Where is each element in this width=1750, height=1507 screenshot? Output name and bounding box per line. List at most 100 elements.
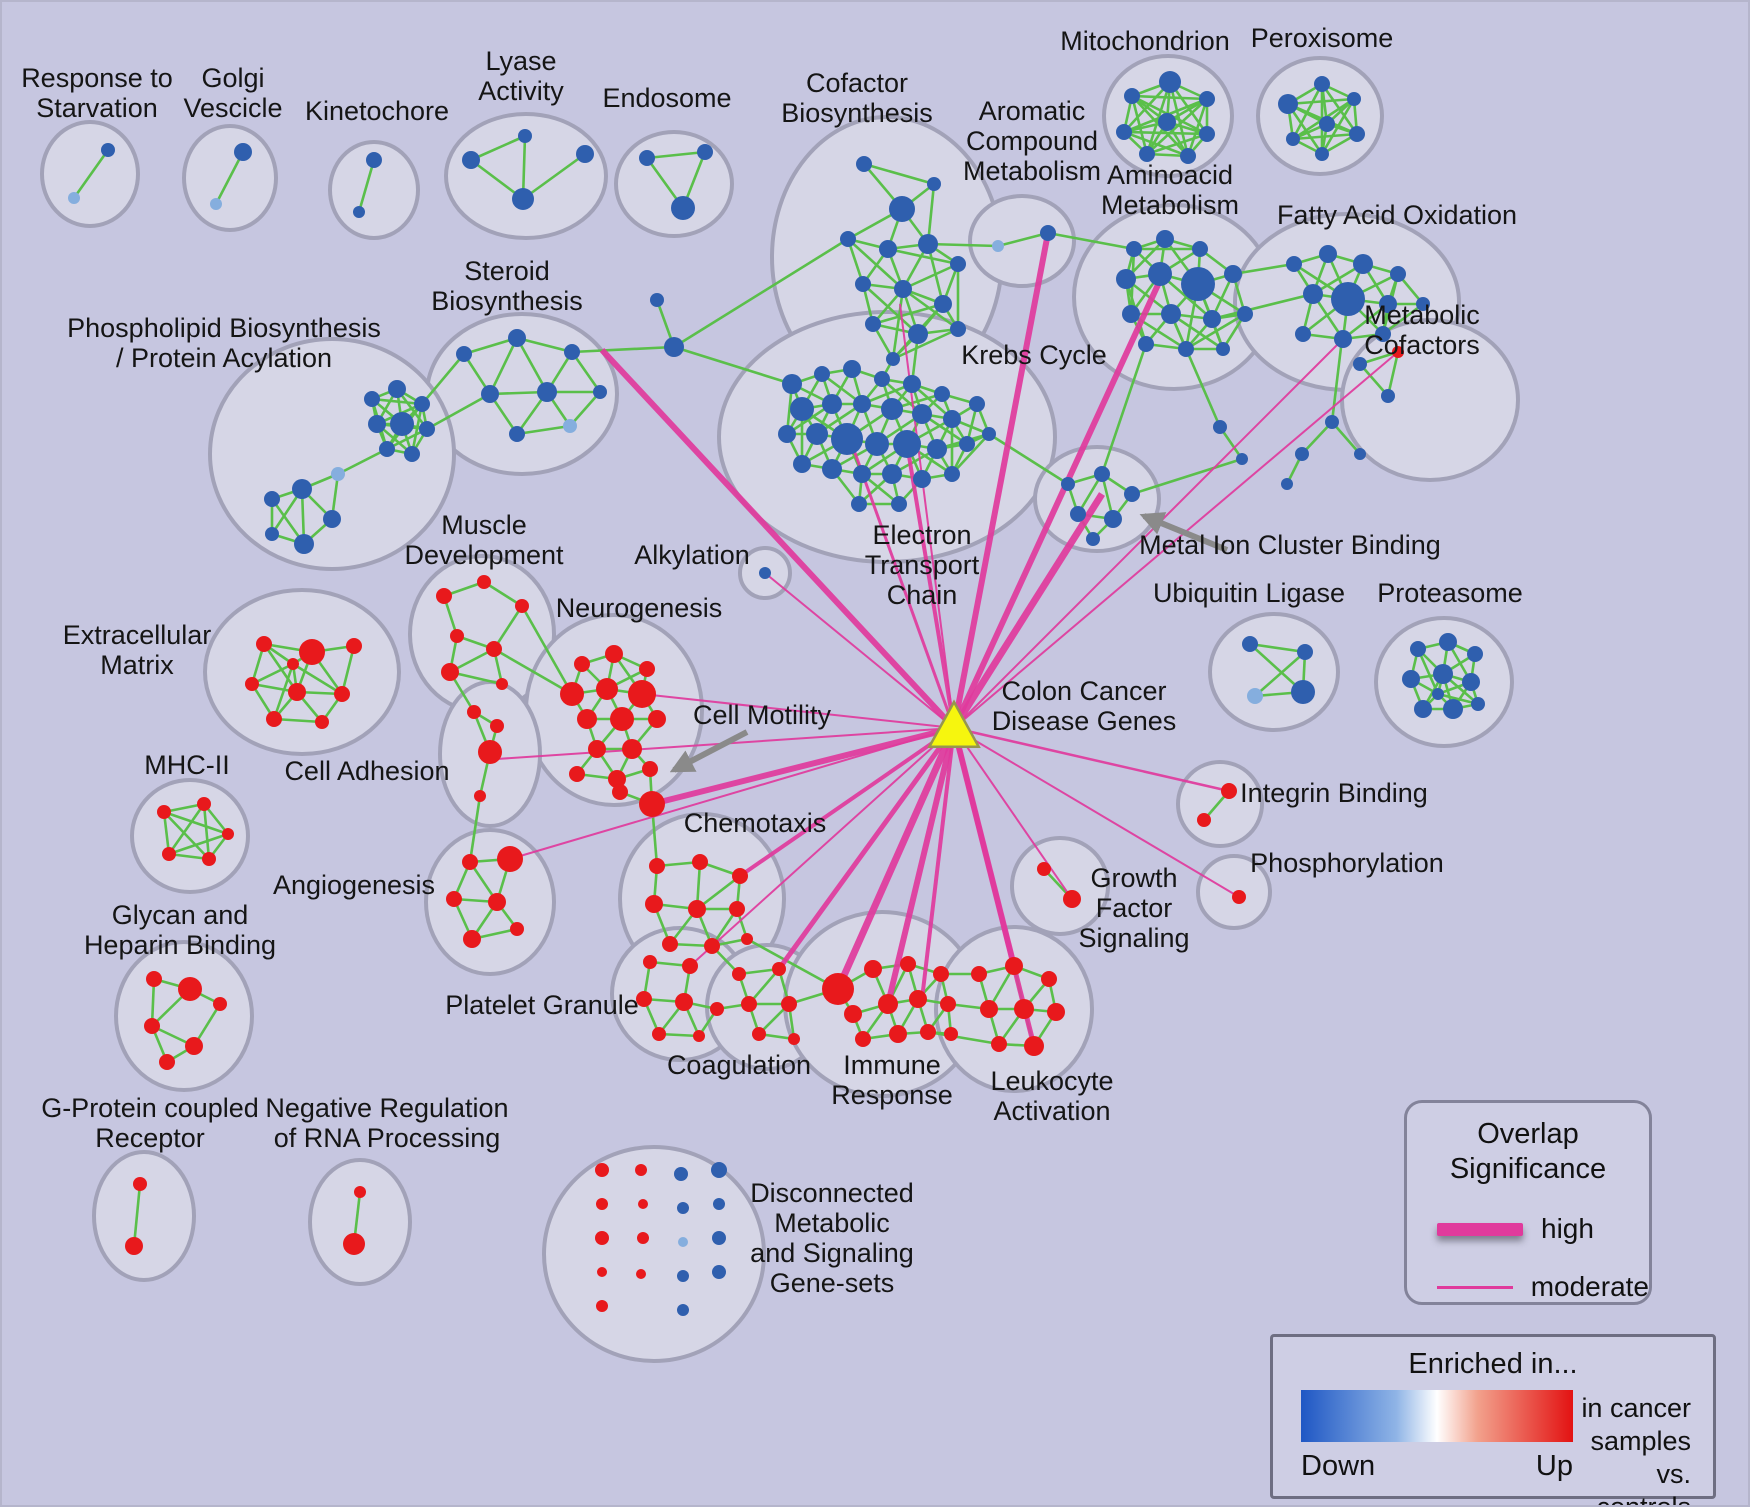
gene-set-node-proteasome (1432, 688, 1444, 700)
gene-set-node-angiogenesis (462, 854, 478, 870)
gene-set-edge (1286, 103, 1324, 155)
gene-set-node-chemotaxis (688, 900, 706, 918)
gene-set-node-extracellular-matrix (334, 686, 350, 702)
gene-set-node-electron-transport-chain (893, 430, 921, 458)
gene-set-node-steroid-biosynthesis (508, 329, 526, 347)
legend-enriched-note-line2: samples (1590, 1426, 1691, 1456)
gene-set-edge (1359, 363, 1389, 397)
gene-set-edge (337, 447, 388, 476)
gene-set-node-scatter-connector-nodes (1354, 448, 1366, 460)
overlap-significance-edge (651, 725, 955, 807)
overlap-significance-edge (776, 726, 957, 971)
gene-set-node-lyase-activity (512, 188, 534, 210)
gene-set-node-electron-transport-chain (969, 396, 985, 412)
inter-cluster-edge (468, 795, 482, 863)
gene-set-node-cell-adhesion (467, 705, 481, 719)
gene-set-node-fatty-acid-oxidation (1375, 326, 1391, 342)
gene-set-node-disconnected-gene-sets (635, 1164, 647, 1176)
label-phospholipid-biosynthesis-protein-acylation: Phospholipid Biosynthesis/ Protein Acyla… (67, 313, 381, 373)
gene-set-node-steroid-biosynthesis (593, 385, 607, 399)
gene-set-node-proteasome (1439, 633, 1457, 651)
gene-set-edge (470, 134, 526, 162)
gene-set-node-scatter-connector-nodes (1295, 447, 1309, 461)
gene-set-node-neurogenesis (622, 739, 642, 759)
gene-set-node-chemotaxis (645, 895, 663, 913)
gene-set-node-muscle-development (436, 588, 452, 604)
gene-set-node-mitochondrion (1199, 91, 1215, 107)
gene-set-node-scatter-connector-nodes (1236, 453, 1248, 465)
label-ubiquitin-ligase: Ubiquitin Ligase (1153, 578, 1345, 608)
overlap-significance-edge (951, 232, 1051, 729)
gene-set-edge (847, 238, 904, 290)
gene-set-node-peroxisome (1286, 132, 1300, 146)
cluster-ellipse-negative-regulation-of-rna-processing (308, 1158, 412, 1286)
gene-set-node-mitochondrion (1139, 146, 1155, 162)
gene-set-node-angiogenesis (497, 846, 523, 872)
gene-set-edge (569, 391, 601, 427)
gene-set-node-integrin-binding (1221, 783, 1237, 799)
gene-set-node-immune-response (844, 1005, 862, 1023)
label-integrin-binding: Integrin Binding (1240, 778, 1428, 808)
gene-set-node-muscle-development (441, 663, 459, 681)
gene-set-node-coagulation (732, 967, 746, 981)
gene-set-node-phospholipid-biosynthesis-protein-acylation (404, 446, 420, 462)
gene-set-node-cofactor-biosynthesis (886, 352, 900, 366)
gene-set-node-fatty-acid-oxidation (1319, 245, 1337, 263)
gene-set-node-leukocyte-activation (1014, 999, 1034, 1019)
gene-set-node-chemotaxis (692, 854, 708, 870)
gene-set-node-aminoacid-metabolism (1181, 267, 1215, 301)
gene-set-node-immune-response (864, 960, 882, 978)
cluster-ellipse-kinetochore (328, 140, 420, 240)
gene-set-node-disconnected-gene-sets (677, 1202, 689, 1214)
gene-set-node-aminoacid-metabolism (1156, 230, 1174, 248)
gene-set-edge (1123, 81, 1171, 133)
gene-set-edge (162, 811, 171, 855)
gene-set-edge (1170, 312, 1224, 351)
gene-set-node-platelet-granule (682, 958, 698, 974)
overlap-significance-edge (764, 572, 955, 729)
gene-set-edge (872, 302, 944, 326)
gene-set-node-angiogenesis (510, 922, 524, 936)
inter-cluster-edge (493, 647, 573, 696)
gene-set-node-disconnected-gene-sets (596, 1198, 608, 1210)
gene-set-node-scatter-connector-nodes (650, 293, 664, 307)
gene-set-edge (292, 662, 343, 696)
gene-set-node-electron-transport-chain (903, 375, 921, 393)
gene-set-node-platelet-granule (693, 1030, 705, 1042)
gene-set-node-mitochondrion (1116, 124, 1132, 140)
gene-set-node-phospholipid-biosynthesis-protein-acylation (364, 391, 380, 407)
gene-set-edge (214, 151, 245, 205)
high-significance-line-swatch (1437, 1222, 1523, 1236)
overlap-significance-edge (899, 303, 955, 729)
gene-set-node-electron-transport-chain (865, 432, 889, 456)
gene-set-node-neurogenesis (596, 678, 618, 700)
gene-set-edge (1186, 98, 1209, 157)
gene-set-edge (1146, 132, 1208, 156)
label-peroxisome: Peroxisome (1251, 23, 1394, 53)
gene-set-node-mhc-ii (162, 847, 176, 861)
gene-set-node-metal-ion-cluster-binding (1094, 466, 1110, 482)
gene-set-edge (570, 351, 602, 393)
label-fatty-acid-oxidation: Fatty Acid Oxidation (1277, 200, 1517, 230)
gene-set-node-angiogenesis (488, 893, 506, 911)
gene-set-node-cofactor-biosynthesis (927, 177, 941, 191)
gene-set-edge (926, 183, 936, 245)
gene-set-node-electron-transport-chain (927, 439, 947, 459)
gene-set-node-proteasome (1433, 664, 1453, 684)
gene-set-node-mhc-ii (157, 805, 171, 819)
inter-cluster-edge (746, 937, 839, 991)
gene-set-node-leukocyte-activation (1047, 1003, 1065, 1021)
gene-set-node-disconnected-gene-sets (713, 1198, 725, 1210)
gene-set-node-mhc-ii (202, 852, 216, 866)
gene-set-node-disconnected-gene-sets (597, 1267, 607, 1277)
gene-set-node-cofactor-biosynthesis (855, 276, 871, 292)
